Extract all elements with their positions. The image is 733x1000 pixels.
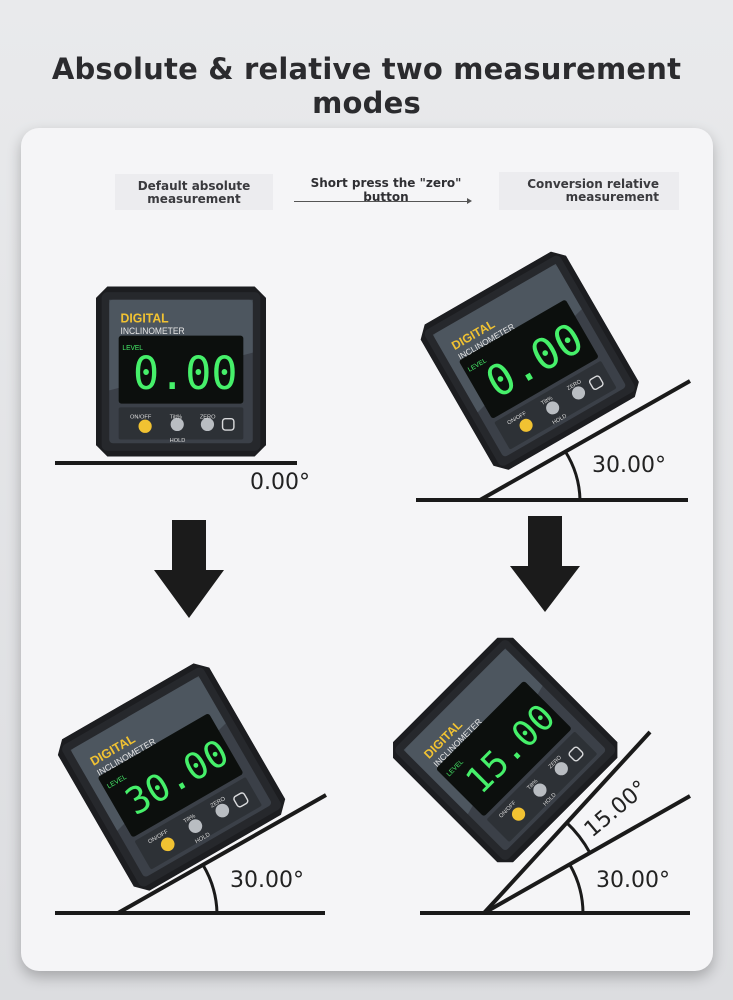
device-bottom-right: DIGITAL INCLINOMETER LEVEL 15.00 ON/OFF …: [385, 629, 691, 915]
angle-label-15: 15.00°: [580, 776, 653, 843]
device-top-right: DIGITAL INCLINOMETER LEVEL 0.00 ON/OFF T…: [415, 246, 691, 502]
down-arrow-left: [154, 520, 224, 618]
label-line: measurement: [565, 190, 659, 204]
angle-label-30: 30.00°: [596, 868, 670, 893]
tilt-label: Tilt%: [170, 415, 182, 421]
label-line: Conversion relative: [527, 177, 659, 191]
page-title: Absolute & relative two measurement mode…: [51, 52, 682, 120]
incline-line: [117, 793, 327, 915]
onoff-label: ON/OFF: [130, 415, 152, 421]
angle-arc: [563, 450, 582, 501]
default-absolute-label: Default absolute measurement: [115, 174, 273, 210]
down-arrow-right: [510, 516, 580, 612]
tilt-label: Tilt%: [540, 396, 554, 407]
angle-label: 0.00°: [250, 470, 310, 495]
zero-button-note: Short press the "zero" button: [310, 176, 462, 204]
device-bottom-left: DIGITAL INCLINOMETER LEVEL 30.00 ON/OFF …: [52, 657, 327, 915]
conversion-relative-label: Conversion relative measurement: [499, 172, 679, 210]
reference-line: [483, 794, 691, 915]
device-top-left: DIGITAL INCLINOMETER LEVEL 0.00 ON/OFF T…: [55, 285, 310, 495]
angle-arc-30: [568, 864, 585, 914]
label-line: Default absolute: [137, 179, 251, 193]
angle-label: 30.00°: [592, 453, 666, 478]
right-arrow-head: [467, 198, 472, 204]
zero-label: ZERO: [200, 415, 216, 421]
angle-arc-15: [564, 820, 592, 854]
hold-label: HOLD: [170, 438, 186, 444]
model-text: INCLINOMETER: [121, 326, 185, 336]
label-line: measurement: [147, 192, 241, 206]
lcd-reading: 0.00: [133, 348, 238, 400]
level-text: LEVEL: [122, 345, 143, 352]
tilt-label: Tilt%: [183, 813, 197, 825]
angle-label: 30.00°: [230, 868, 304, 893]
angle-arc: [201, 864, 219, 914]
right-arrow-line: [294, 201, 470, 202]
brand-text: DIGITAL: [121, 311, 169, 325]
incline-line: [479, 379, 691, 502]
